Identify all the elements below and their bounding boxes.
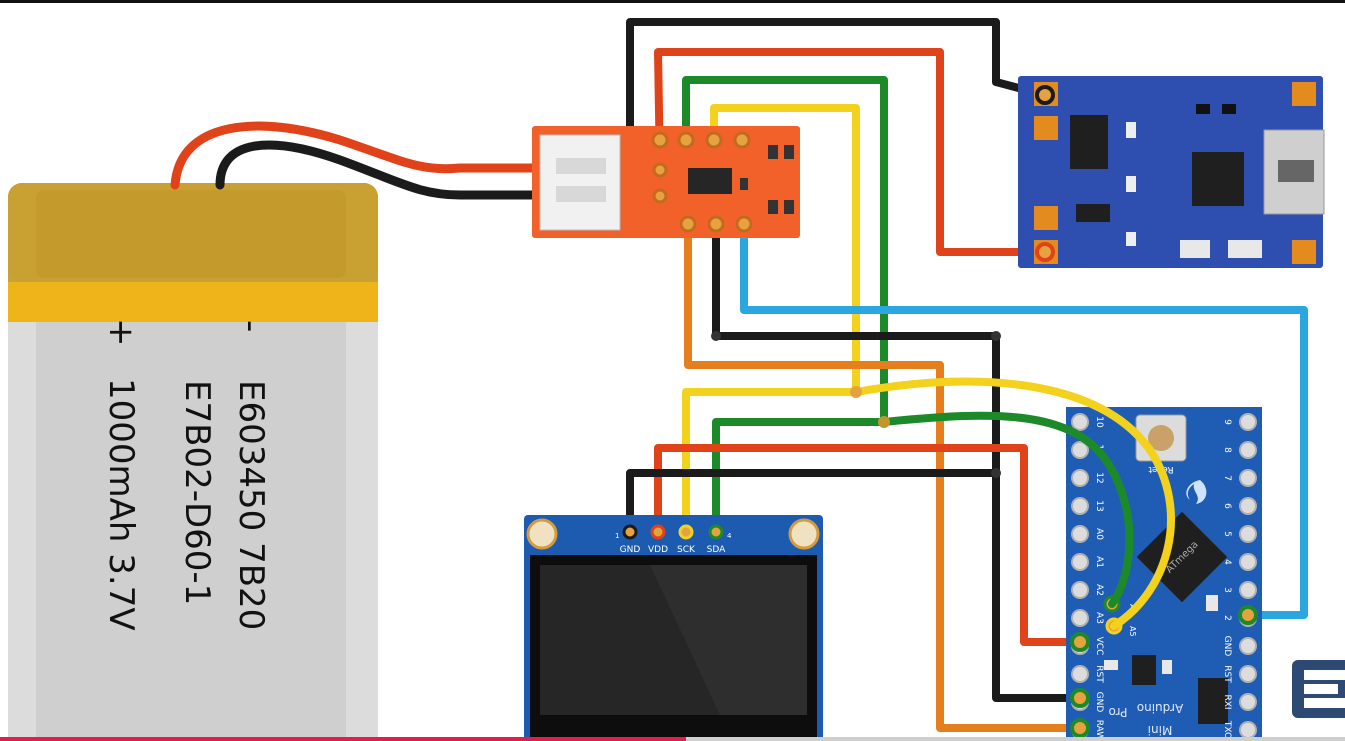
right-pin-pad xyxy=(1239,637,1257,655)
wire-red-charger xyxy=(654,48,1049,256)
right-pin-label: 6 xyxy=(1222,503,1232,509)
left-pin-pad xyxy=(1071,525,1089,543)
left-pin-label: GND xyxy=(1094,692,1104,713)
oled-display: 1 4 GND VDD SCK SDA xyxy=(524,515,823,741)
oled-pin-sda: SDA xyxy=(707,545,726,555)
right-pin-label: RXI xyxy=(1222,694,1232,709)
right-pin-label: 5 xyxy=(1222,531,1232,537)
left-pin-pad xyxy=(1071,553,1089,571)
right-pin-label: 8 xyxy=(1222,447,1232,453)
left-pin-pad xyxy=(1071,665,1089,683)
top-border xyxy=(0,0,1345,3)
wires xyxy=(626,18,1308,732)
left-pin-label: 12 xyxy=(1094,472,1104,483)
battery-text-line3: 1000mAh 3.7V xyxy=(101,378,141,631)
battery-black-lead xyxy=(215,140,545,200)
left-pin-pad xyxy=(1071,469,1089,487)
battery-text-line1: E603450 7B20 xyxy=(231,380,271,630)
left-pin-label: RAW xyxy=(1094,720,1104,741)
right-pin-pad xyxy=(1239,525,1257,543)
wire-yellow-a5 xyxy=(852,377,1175,630)
right-pin-label: RST xyxy=(1222,665,1232,683)
left-pin-label: 13 xyxy=(1094,500,1104,511)
jst-connector xyxy=(539,134,621,231)
battery-text-line2: E7B02-D60-1 xyxy=(177,380,217,605)
progress-fill xyxy=(0,737,686,741)
wire-green-sda xyxy=(682,76,888,534)
oled-pin-gnd: GND xyxy=(620,545,641,555)
charger-chip-1 xyxy=(1070,115,1108,169)
charger-chip-2 xyxy=(1192,152,1244,206)
right-pin-pad xyxy=(1239,581,1257,599)
label-a5: A5 xyxy=(1128,626,1137,637)
mount-hole-left xyxy=(526,518,558,550)
left-pin-label: VCC xyxy=(1094,637,1104,656)
left-pin-label: RST xyxy=(1094,665,1104,683)
right-pin-pad xyxy=(1239,553,1257,571)
right-pin-pad xyxy=(1239,469,1257,487)
wire-green-a4 xyxy=(880,411,1134,608)
left-pin-label: 10 xyxy=(1094,416,1104,428)
junction-yellow xyxy=(850,386,862,398)
right-pin-label: 4 xyxy=(1222,559,1232,565)
left-pin-pad xyxy=(1071,413,1089,431)
right-pin-pad xyxy=(1239,693,1257,711)
arduino-pro-mini: Reset ATmega Arduino Pro Mini 10111213A0… xyxy=(1066,407,1262,741)
sparkfun-flame-icon xyxy=(1186,480,1207,504)
board-name-line1: Arduino xyxy=(1137,701,1183,715)
oled-pin-vdd: VDD xyxy=(648,545,668,555)
oled-pin-last: 4 xyxy=(727,532,732,540)
right-pin-label: GND xyxy=(1222,636,1232,657)
left-pin-pad xyxy=(1071,441,1089,459)
right-pin-pad xyxy=(1239,665,1257,683)
sensor-module xyxy=(532,126,800,238)
board-name-line2: Pro xyxy=(1108,705,1127,719)
left-pin-pad xyxy=(1071,497,1089,515)
battery-minus: - xyxy=(231,320,271,332)
left-pin-pad xyxy=(1071,609,1089,627)
charger-board xyxy=(1018,76,1325,268)
left-pin-label: A2 xyxy=(1094,584,1104,596)
right-pin-label: TXO xyxy=(1222,720,1232,739)
right-pin-pad xyxy=(1239,441,1257,459)
wire-orange-raw xyxy=(684,222,1084,732)
junction-green xyxy=(878,416,890,428)
board-name-line3: Mini xyxy=(1148,723,1173,737)
battery-red-lead xyxy=(170,121,545,190)
right-pin-label: 7 xyxy=(1222,475,1232,481)
junction-black xyxy=(991,468,1001,478)
battery-band xyxy=(8,282,378,322)
left-pin-label: A1 xyxy=(1094,556,1104,568)
right-pin-label: 9 xyxy=(1222,419,1232,425)
right-pin-pad xyxy=(1239,721,1257,739)
wire-black-oled-gnd xyxy=(626,469,1000,534)
right-pin-pad xyxy=(1239,497,1257,515)
right-pin-label: 2 xyxy=(1222,615,1232,621)
left-pin-label: A3 xyxy=(1094,612,1104,624)
mount-hole-right xyxy=(788,518,820,550)
sensor-chip xyxy=(688,168,732,194)
oled-pin-first: 1 xyxy=(615,532,619,540)
wire-yellow-sck xyxy=(682,104,860,534)
oled-pin-sck: SCK xyxy=(677,545,696,555)
lipo-battery: - E603450 7B20 E7B02-D60-1 + 1000mAh 3.7… xyxy=(8,183,378,741)
channel-logo-icon xyxy=(1292,660,1345,718)
battery-plus: + xyxy=(101,318,141,347)
left-pin-label: A0 xyxy=(1094,528,1104,540)
right-pin-pad xyxy=(1239,413,1257,431)
wire-blue-d2 xyxy=(740,222,1308,619)
left-pin-pad xyxy=(1071,581,1089,599)
right-pin-label: 3 xyxy=(1222,587,1232,593)
